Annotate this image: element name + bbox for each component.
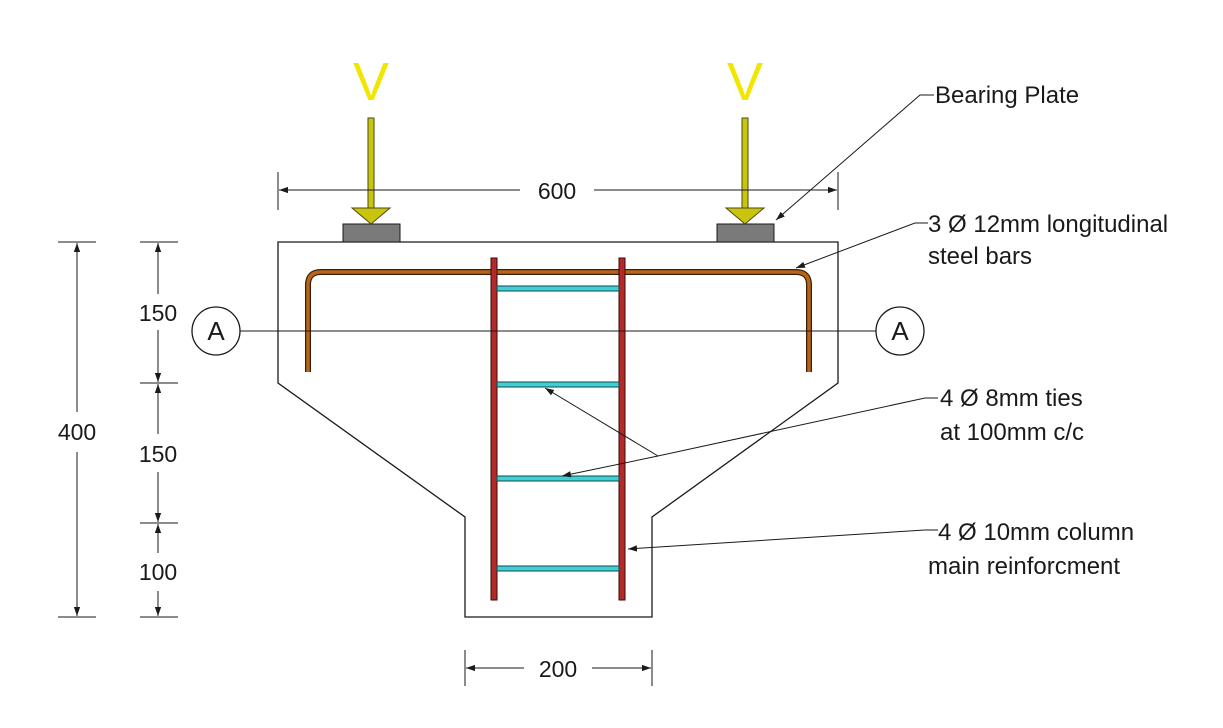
load-right-label: V (727, 52, 763, 112)
section-mark-right-label: A (891, 316, 909, 346)
dimension-segment-label: 100 (139, 559, 177, 585)
tie (496, 475, 620, 482)
down-arrow-icon (724, 117, 766, 225)
section-mark-left-label: A (207, 316, 225, 346)
dimension-top-width-label: 600 (538, 178, 576, 204)
tie (496, 381, 620, 388)
concrete-outline (277, 241, 839, 618)
dimension-segment-label: 150 (139, 441, 177, 467)
dimension-bottom-width: 200 (464, 650, 653, 686)
section-mark-left (191, 306, 241, 356)
bearing-plate-label: Bearing Plate (935, 82, 1079, 109)
column-reinforcement-label-line-1: 4 Ø 10mm column (938, 519, 1134, 546)
ties (496, 285, 620, 572)
dimension-total-height-label: 400 (58, 419, 96, 445)
load-right: V (724, 52, 766, 225)
section-line: A A (191, 306, 925, 356)
longitudinal-bars-label-line-2: steel bars (928, 243, 1032, 270)
dimension-segment-label: 150 (139, 300, 177, 326)
down-arrow-icon (350, 117, 392, 225)
tie (496, 565, 620, 572)
load-left: V (350, 52, 392, 225)
column-reinforcement-label-line-2: main reinforcment (928, 553, 1120, 580)
load-left-label: V (353, 52, 389, 112)
ties-label-line-2: at 100mm c/c (940, 419, 1084, 446)
dimension-top-width: 600 (277, 172, 839, 210)
tie (496, 285, 620, 292)
bearing-plate-right (716, 223, 775, 243)
bearing-plate-left (342, 223, 401, 243)
longitudinal-bars-label-line-1: 3 Ø 12mm longitudinal (928, 211, 1168, 238)
dimension-segments: 150 150 100 (139, 241, 178, 618)
column-bar-left (490, 257, 498, 601)
dimension-total-height: 400 (58, 241, 96, 618)
column-bar-right (618, 257, 626, 601)
section-mark-right (875, 306, 925, 356)
leaders (544, 94, 938, 552)
dimension-bottom-width-label: 200 (539, 656, 577, 682)
ties-label-line-1: 4 Ø 8mm ties (940, 385, 1083, 412)
